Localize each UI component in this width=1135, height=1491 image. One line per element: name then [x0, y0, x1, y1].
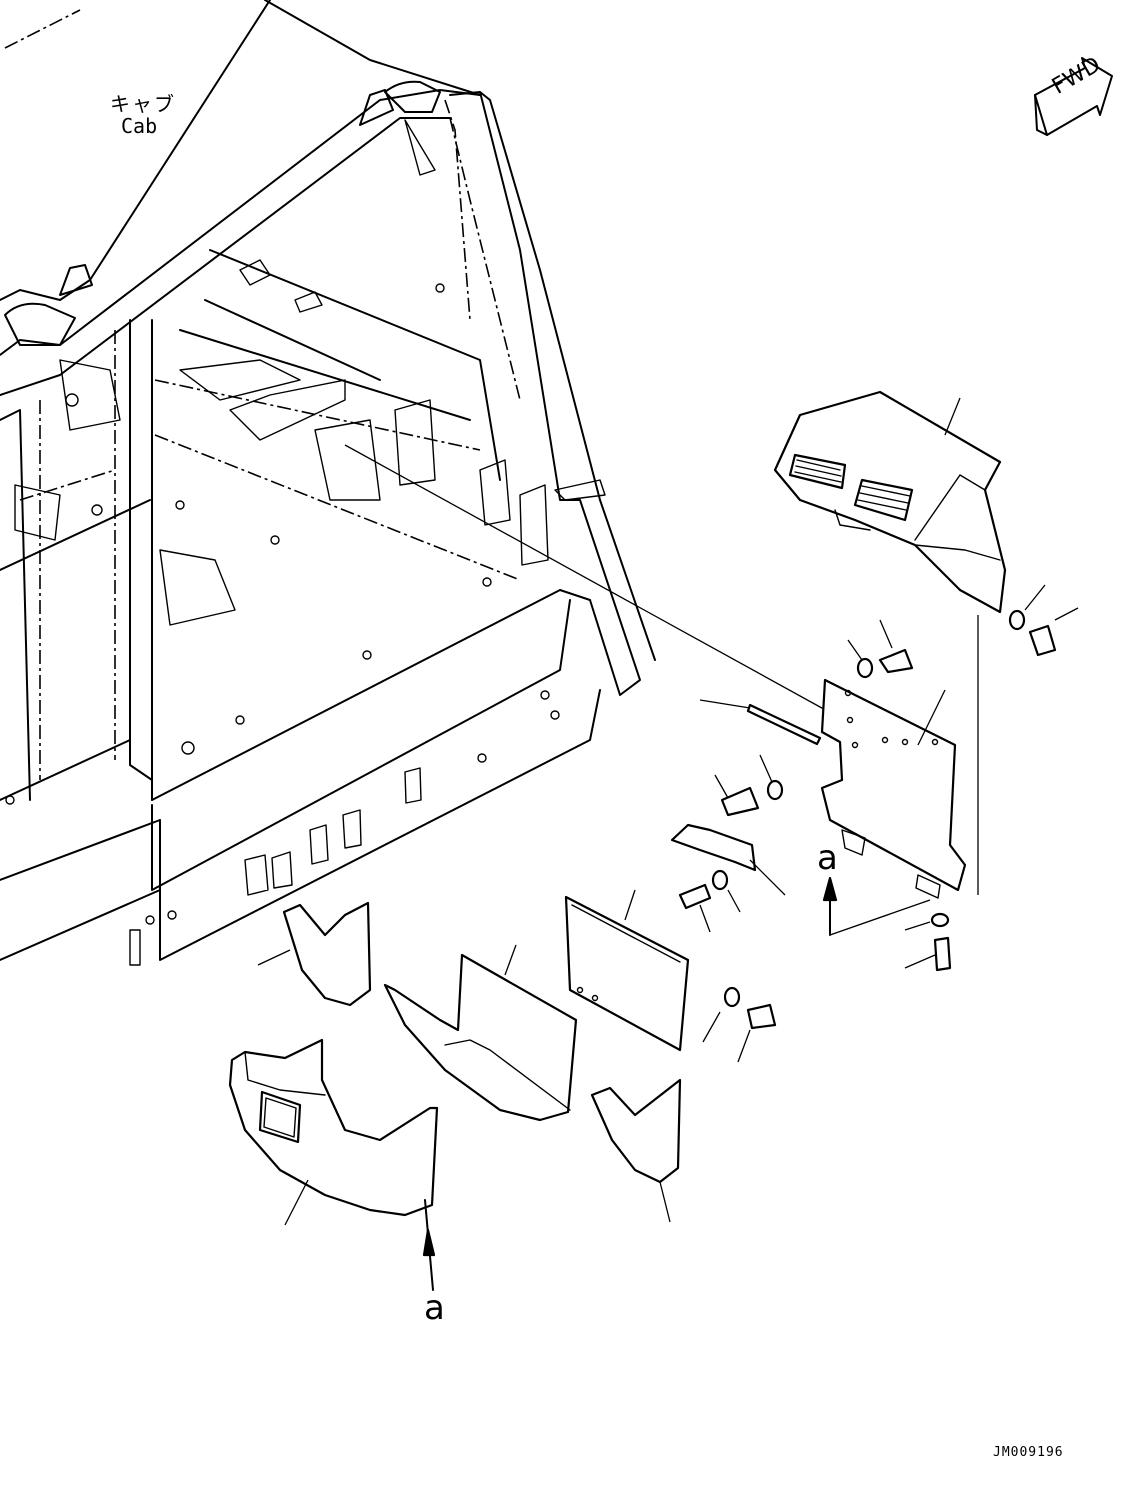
view-marker-right: a [817, 838, 838, 878]
lower-tray-cover [228, 1038, 439, 1226]
drawing-code: JM009196 [993, 1445, 1064, 1460]
view-arrow-right [822, 876, 931, 936]
heater-duct-cover [773, 390, 1007, 895]
washer-bolt-set-2 [714, 619, 914, 817]
view-marker-left: a [424, 1288, 445, 1328]
washer-bolt-set-5 [702, 986, 777, 1063]
flat-cover-panel [564, 889, 690, 1052]
curved-under-cover [383, 944, 578, 1122]
cab-label-japanese: キャブ [110, 92, 176, 116]
washer-bolt-set-3 [678, 869, 741, 933]
pin-rod [699, 699, 822, 746]
forward-arrow-icon [1034, 57, 1113, 136]
vent-grille-right [853, 478, 914, 522]
washer-bolt-set-4 [904, 912, 952, 972]
cab-frame [0, 0, 841, 966]
angle-bracket [670, 823, 786, 896]
vent-grille-left [788, 453, 847, 490]
mounting-bracket-plate [820, 678, 967, 899]
floor-studs [5, 283, 560, 925]
washer-bolt-set-1 [1008, 584, 1079, 657]
side-flap-lower [590, 1078, 682, 1223]
side-flap-upper [257, 901, 372, 1007]
inspection-port [258, 1090, 302, 1144]
cab-label-english: Cab [121, 114, 158, 138]
view-arrow-left [422, 1199, 436, 1291]
